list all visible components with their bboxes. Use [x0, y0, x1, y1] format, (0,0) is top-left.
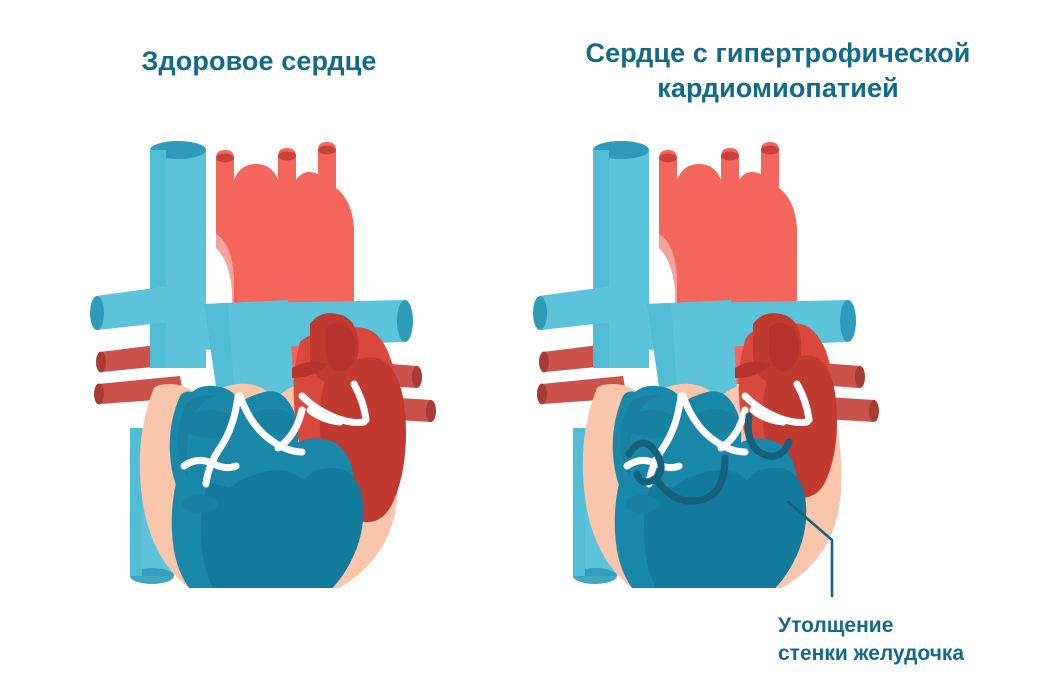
tricuspid-leaflet-right [236, 392, 306, 456]
superior-vena-cava-shade [150, 150, 166, 368]
valve-leaflets-group [180, 380, 370, 488]
aortic-root-deep [325, 322, 356, 371]
right-atrium-shading [620, 395, 661, 478]
aorta-branch-cap-2 [721, 151, 739, 161]
hcm-valve-outline-left [625, 439, 665, 486]
atrium-pit-1 [184, 410, 236, 438]
tricuspid-leaflet-left [645, 392, 685, 488]
superior-vena-cava-shade [593, 150, 609, 368]
aorta-branch-cap-3 [761, 145, 779, 155]
septal-notch [292, 361, 328, 378]
aortic-valve-cusp-3 [793, 380, 813, 424]
valve-leaflets-group-hcm [623, 380, 813, 488]
aortic-valve-cusp-2 [306, 406, 344, 426]
atrium-pit-3 [625, 495, 661, 513]
hcm-valve-outline-right [744, 412, 793, 460]
panel-title-hcm-line1: Сердце с гипертрофической [585, 38, 971, 68]
panel-title-hcm-line2: кардиомиопатией [657, 73, 899, 103]
pulmonary-trunk-limb-shade [204, 303, 250, 406]
hcm-heart-illustration [533, 141, 879, 588]
chordae-strand-1 [623, 457, 683, 472]
panel-hcm-heart: Сердце с гипертрофической кардиомиопатие… [519, 0, 1037, 686]
panel-title-hcm: Сердце с гипертрофической кардиомиопатие… [519, 36, 1037, 106]
inferior-vena-cava-shade [573, 428, 585, 576]
atrium-pit-3 [182, 495, 218, 513]
aortic-valve-cusp-2 [749, 406, 787, 426]
annotation-line-2: стенки желудочка [778, 642, 965, 665]
aorta-branch-cap-2 [278, 151, 296, 161]
panel-healthy-heart: Здоровое сердце [0, 0, 518, 686]
mitral-leaflet [717, 406, 749, 452]
aorta-branch-cap-1 [659, 153, 677, 163]
annotation-ventricle-thickening: Утолщение стенки желудочка [778, 612, 1028, 668]
left-pulmonary-vein [90, 284, 188, 330]
pulmonary-trunk-limb-shade [647, 303, 693, 406]
left-pulmonary-vein [533, 284, 631, 330]
hypertrophic-valve-outline-group [625, 412, 793, 505]
hcm-valve-outline-center [653, 454, 729, 505]
right-ventricle-shading [200, 467, 364, 588]
annotation-leader-line [786, 500, 834, 598]
mitral-leaflet [274, 406, 306, 452]
aortic-valve-cusp-3 [350, 380, 370, 424]
annotation-line-1: Утолщение [778, 614, 894, 637]
chordae-strand-1 [180, 457, 240, 472]
right-atrium-shading [177, 395, 218, 478]
septal-notch [735, 361, 771, 378]
aorta-branch-cap-1 [216, 153, 234, 163]
aorta-branch-cap-3 [318, 145, 336, 155]
inferior-vena-cava-shade [130, 428, 142, 576]
panel-title-healthy: Здоровое сердце [141, 46, 377, 76]
atrium-pit-1 [627, 410, 679, 438]
tricuspid-leaflet-right [679, 392, 749, 456]
aortic-root-deep [768, 322, 799, 371]
tricuspid-leaflet-left [202, 392, 242, 488]
healthy-heart-illustration [90, 141, 436, 588]
